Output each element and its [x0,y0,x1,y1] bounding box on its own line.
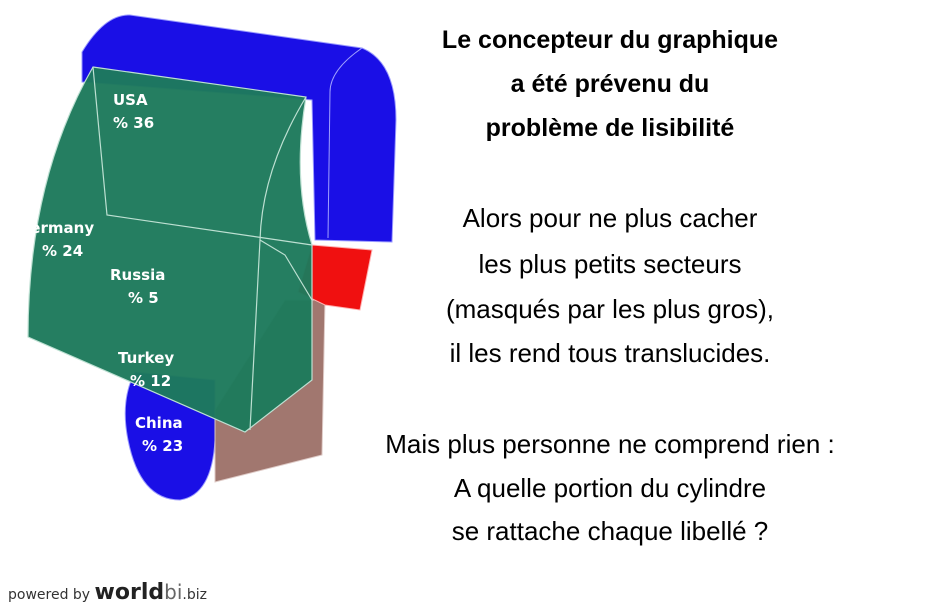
paragraph2-line-1: Mais plus personne ne comprend rien : [385,429,835,459]
title-line-2: a été prévenu du [510,70,710,98]
label-usa-name: USA [113,91,148,109]
paragraph1-line-2: les plus petits secteurs [478,249,742,279]
footer-prefix: powered by [8,587,91,603]
footer-brand2: bi [164,580,183,604]
paragraph1-line-1: Alors pour ne plus cacher [462,203,758,233]
paragraph2-line-3: se rattache chaque libellé ? [451,516,769,546]
label-turkey-value: % 12 [130,372,171,390]
label-china-name: China [135,414,183,432]
label-russia-value: % 5 [128,289,159,307]
cylinder-pie-chart: USA % 36 Germany % 24 Russia % 5 Turkey … [18,14,397,501]
slice-green-edges [92,66,313,431]
title-line-3: problème de lisibilité [485,114,735,142]
label-usa-value: % 36 [113,114,154,132]
paragraph1-line-4: il les rend tous translucides. [449,338,771,368]
powered-by-footer: powered by worldbi.biz [8,580,207,605]
footer-brand: world [94,580,165,605]
footer-suffix: .biz [182,587,207,603]
paragraph2-line-2: A quelle portion du cylindre [453,473,767,503]
paragraph1-line-3: (masqués par les plus gros), [445,294,775,324]
label-china-value: % 23 [142,437,183,455]
title-line-1: Le concepteur du graphique [441,26,779,54]
slice-blue-top [81,14,397,243]
slice-green [27,66,313,433]
label-germany-name: Germany [18,219,94,237]
label-turkey-name: Turkey [118,349,174,367]
label-russia-name: Russia [110,266,165,284]
label-germany-value: % 24 [42,242,83,260]
slice-blue-top-edge [327,47,363,239]
